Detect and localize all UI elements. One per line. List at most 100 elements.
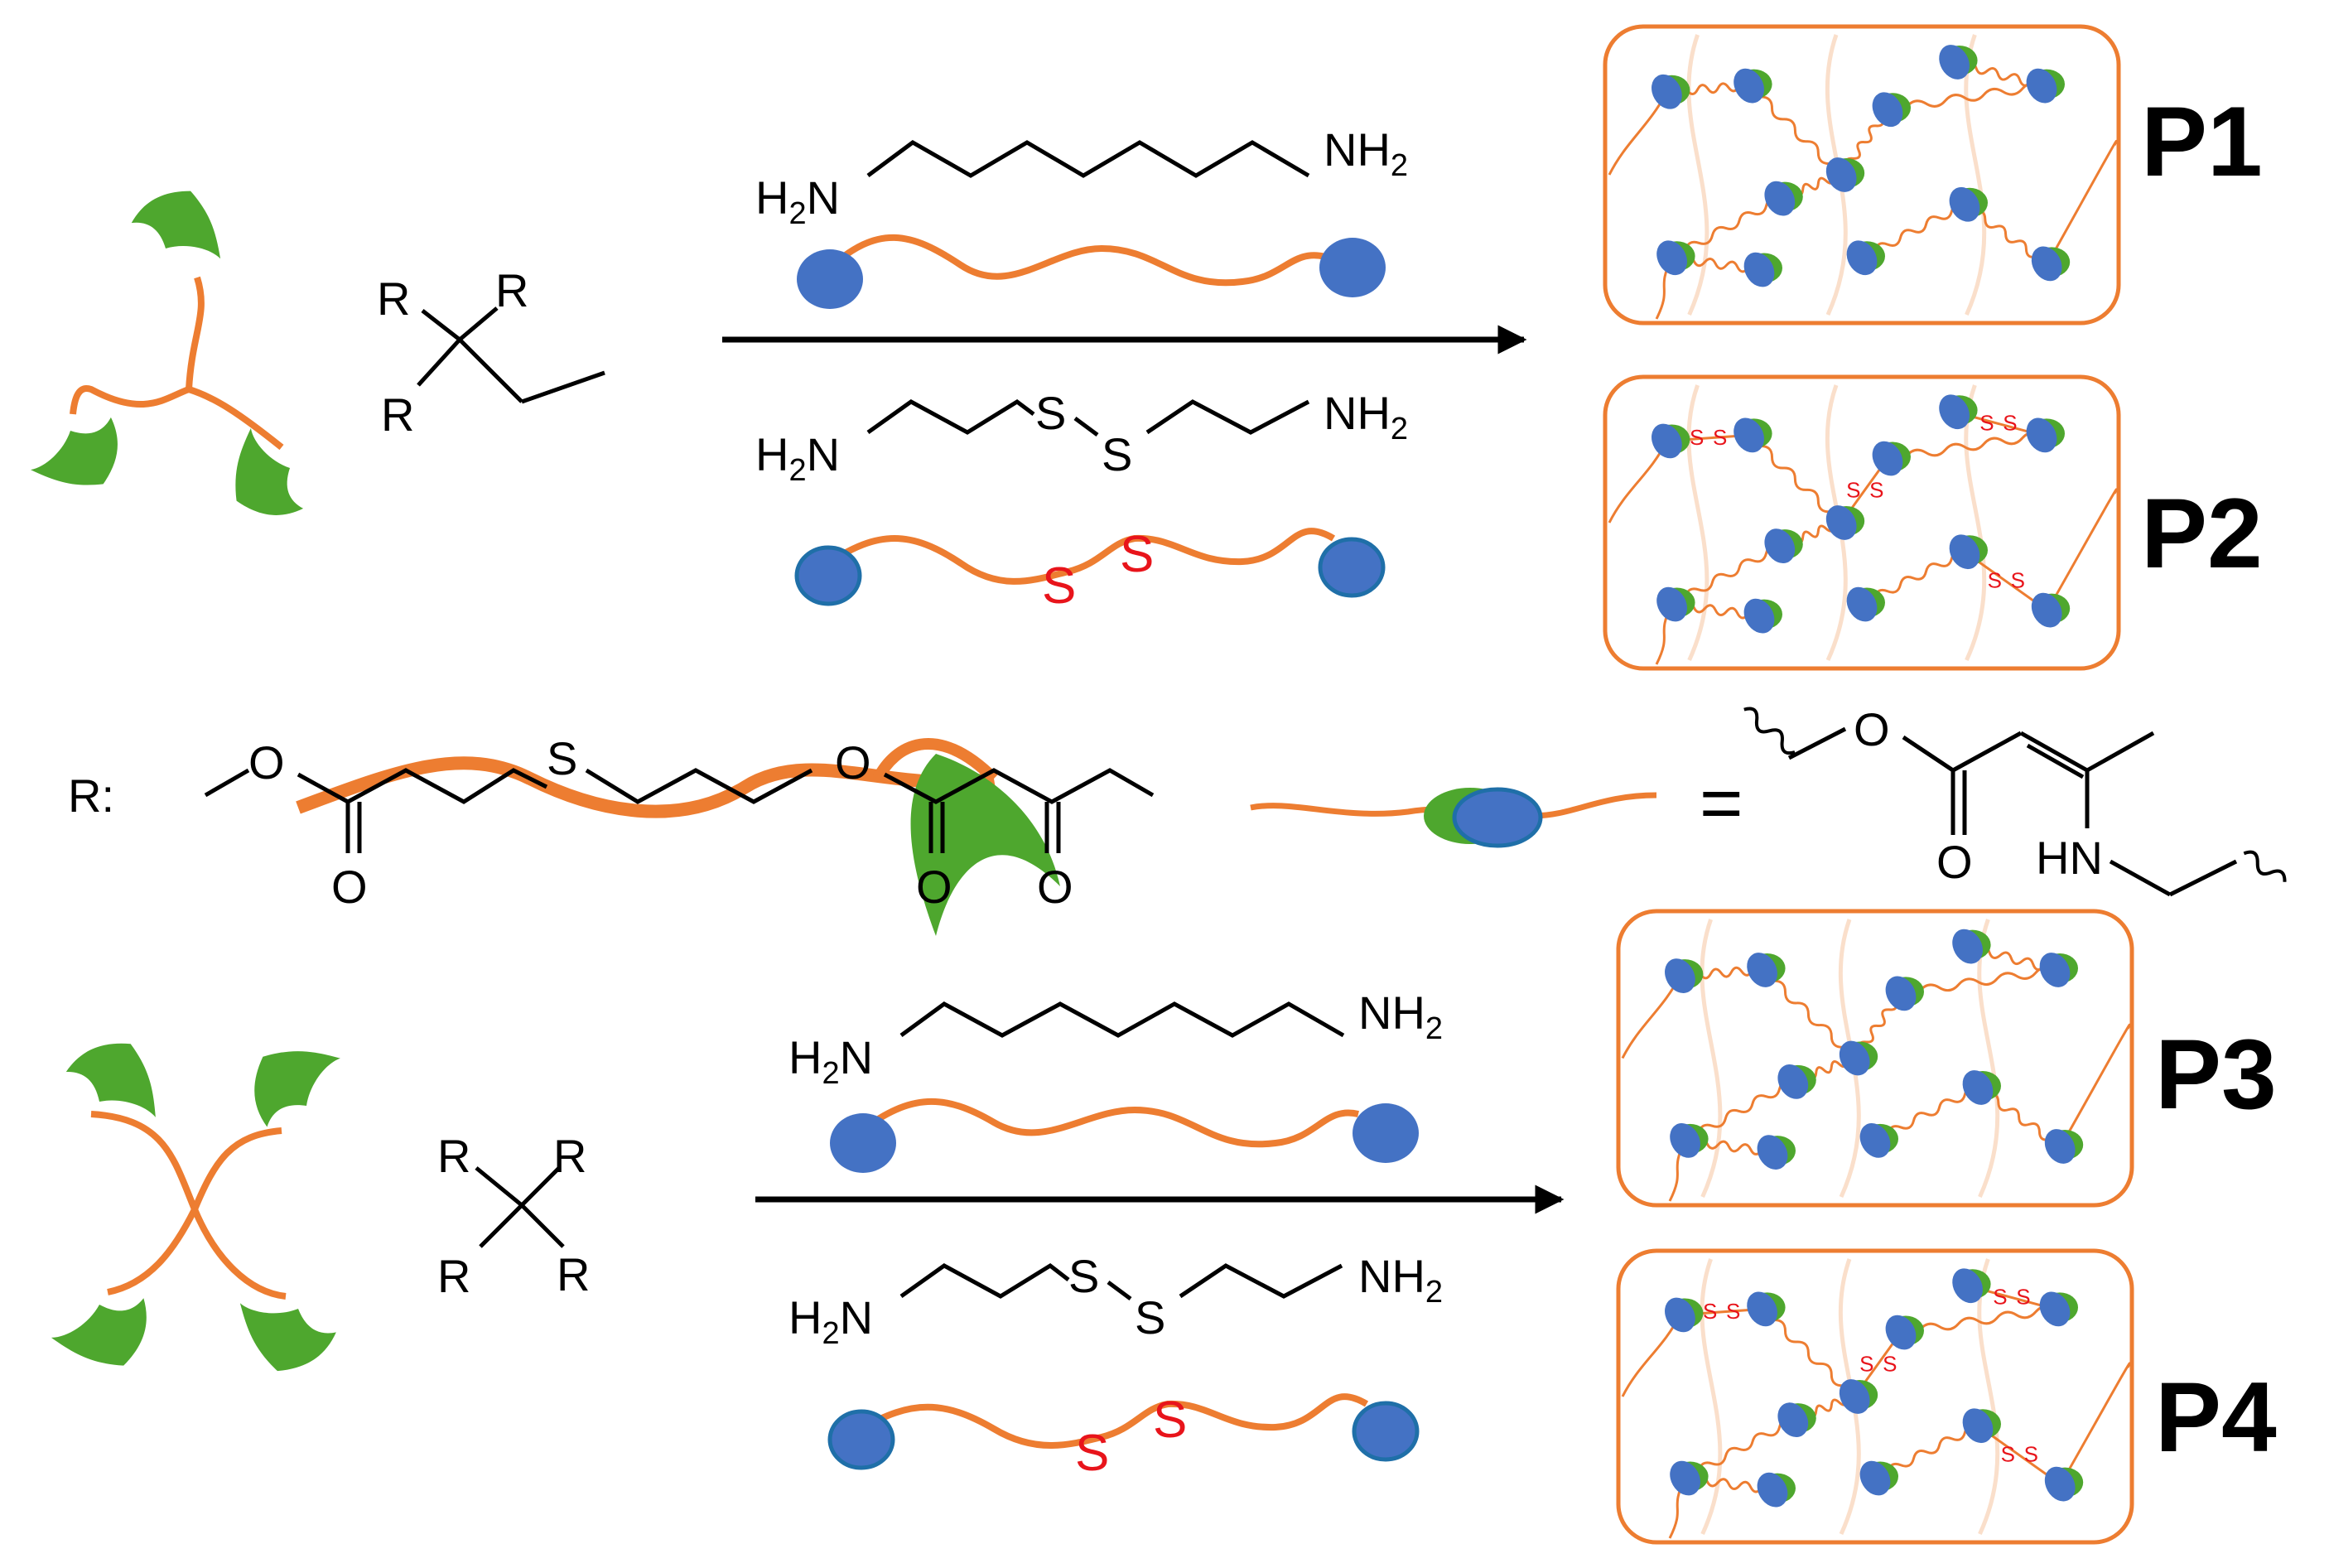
product-label: P3 bbox=[2155, 1019, 2277, 1130]
h2n-group: H2N bbox=[788, 1291, 873, 1351]
blue-dot-icon bbox=[1939, 394, 1970, 430]
blue-dot-icon bbox=[2031, 592, 2062, 628]
blue-dot-icon bbox=[1743, 598, 1775, 634]
blue-dot-icon bbox=[1656, 240, 1687, 276]
r-substituent-label: R bbox=[377, 273, 410, 325]
disulfide-s: S bbox=[1120, 526, 1154, 583]
product-network-box: P1 bbox=[1603, 24, 2263, 326]
sulfur-atom: S bbox=[1035, 387, 1066, 439]
r-substituent-label: R bbox=[495, 264, 528, 316]
tetrafunctional-core-structure: R R R R bbox=[437, 1130, 590, 1302]
green-crescent-icon bbox=[128, 174, 241, 272]
disulfide-s: S bbox=[1859, 1351, 1873, 1376]
blue-dot-icon bbox=[1825, 157, 1857, 192]
blue-dot-icon bbox=[1846, 586, 1878, 622]
blue-dot-icon bbox=[1777, 1064, 1809, 1099]
oxygen-atom: O bbox=[916, 861, 952, 913]
sulfur-atom: S bbox=[1135, 1291, 1165, 1344]
hexanediamine-structure: H2N NH2 bbox=[788, 987, 1443, 1091]
r-substituent-label: R bbox=[553, 1130, 586, 1182]
disulfide-s: S bbox=[2024, 1441, 2038, 1466]
h2n-group: H2N bbox=[755, 428, 840, 488]
blue-dot-icon bbox=[1764, 181, 1796, 216]
disulfide-s: S bbox=[1993, 1284, 2007, 1309]
product-label: P1 bbox=[2141, 86, 2263, 197]
cystamine-structure: H2N S S NH2 bbox=[788, 1250, 1443, 1351]
blue-dot-icon bbox=[1452, 787, 1543, 848]
disulfide-s: S bbox=[1075, 1425, 1109, 1482]
disulfide-s: S bbox=[1846, 477, 1860, 502]
four-arm-crosslinker bbox=[46, 1019, 350, 1386]
blue-dot-icon bbox=[1846, 240, 1878, 276]
blue-dot-icon bbox=[1670, 1123, 1700, 1158]
cystamine-structure: H2N S S NH2 bbox=[755, 387, 1408, 488]
blue-dot-icon bbox=[1733, 417, 1764, 453]
blue-dot-icon bbox=[1353, 1103, 1419, 1163]
nh2-group: NH2 bbox=[1358, 987, 1443, 1046]
blue-dot-icon bbox=[1859, 1123, 1891, 1158]
blue-dot-icon bbox=[2039, 953, 2071, 987]
blue-dot-icon bbox=[1872, 441, 1903, 476]
blue-dot-icon bbox=[1839, 1040, 1870, 1076]
blue-dot-icon bbox=[1777, 1402, 1809, 1438]
blue-dot-icon bbox=[1747, 953, 1777, 987]
disulfide-diamine-cartoon: S S bbox=[827, 1392, 1420, 1482]
oxygen-atom: O bbox=[835, 736, 871, 789]
blue-dot-icon bbox=[1665, 958, 1695, 993]
r-substituent-label: R bbox=[381, 388, 414, 441]
blue-dot-icon bbox=[1670, 1460, 1700, 1496]
blue-dot-icon bbox=[1952, 929, 1983, 964]
product-label: P2 bbox=[2141, 478, 2263, 589]
blue-dot-icon bbox=[797, 249, 863, 309]
disulfide-s: S bbox=[1042, 557, 1076, 615]
sulfur-atom: S bbox=[547, 732, 577, 784]
enamine-structure: O O HN bbox=[1743, 703, 2287, 897]
oxygen-atom: O bbox=[248, 736, 285, 789]
blue-dot-icon bbox=[794, 545, 862, 606]
oxygen-atom: O bbox=[1037, 861, 1073, 913]
blue-dot-icon bbox=[1352, 1401, 1420, 1462]
blue-dot-icon bbox=[1652, 423, 1682, 459]
disulfide-s: S bbox=[1883, 1351, 1897, 1376]
blue-dot-icon bbox=[1757, 1135, 1788, 1170]
blue-dot-icon bbox=[1952, 1268, 1983, 1304]
green-crescent-icon bbox=[230, 1019, 350, 1134]
r-definition-label: R: bbox=[68, 770, 114, 822]
r-substituent-label: R bbox=[437, 1250, 470, 1302]
equals-sign: = bbox=[1700, 762, 1743, 845]
blue-dot-icon bbox=[1665, 1297, 1695, 1333]
r-substituent-label: R bbox=[437, 1130, 470, 1182]
disulfide-diamine-cartoon: S S bbox=[794, 526, 1386, 615]
blue-dot-icon bbox=[830, 1113, 896, 1173]
green-crescent-icon bbox=[46, 1289, 163, 1386]
blue-dot-icon bbox=[1319, 238, 1386, 297]
blue-dot-icon bbox=[2039, 1291, 2071, 1327]
oxygen-atom: O bbox=[331, 861, 368, 913]
disulfide-s: S bbox=[1869, 477, 1883, 502]
disulfide-s: S bbox=[2016, 1284, 2030, 1309]
blue-dot-icon bbox=[2044, 1466, 2076, 1502]
oxygen-atom: O bbox=[1936, 836, 1973, 888]
nh2-group: NH2 bbox=[1358, 1250, 1443, 1310]
trifunctional-core-structure: R R R bbox=[377, 264, 605, 441]
blue-dot-icon bbox=[1949, 186, 1980, 222]
hexanediamine-structure: H2N NH2 bbox=[755, 123, 1408, 231]
blue-dot-icon bbox=[1885, 1315, 1917, 1350]
blue-dot-icon bbox=[1825, 505, 1857, 540]
disulfide-s: S bbox=[2001, 1441, 2015, 1466]
blue-dot-icon bbox=[1939, 45, 1970, 80]
blue-dot-icon bbox=[1743, 252, 1775, 287]
green-crescent-icon bbox=[222, 1289, 340, 1386]
disulfide-s: S bbox=[1690, 425, 1704, 450]
disulfide-s: S bbox=[1153, 1392, 1187, 1449]
blue-dot-icon bbox=[2026, 68, 2057, 104]
green-crescent-icon bbox=[208, 421, 311, 536]
blue-dot-icon bbox=[1747, 1291, 1777, 1327]
product-network-box: P3 bbox=[1616, 909, 2277, 1208]
blue-dot-icon bbox=[1318, 537, 1386, 598]
disulfide-s: S bbox=[1726, 1299, 1740, 1324]
